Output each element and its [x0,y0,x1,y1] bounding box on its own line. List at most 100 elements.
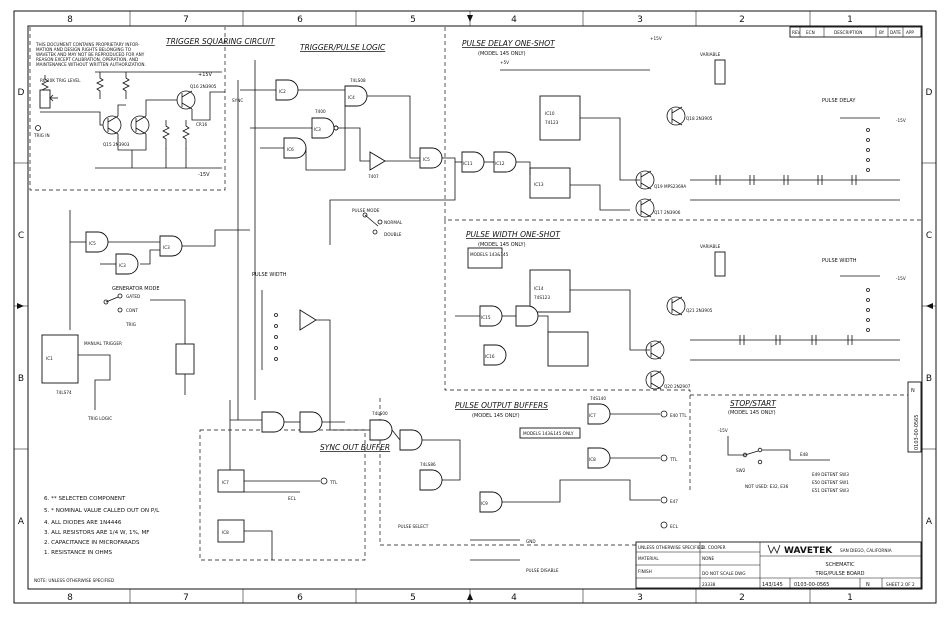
notice-line: MAINTENANCE WITHOUT WRITTEN AUTHORIZATIO… [36,62,146,67]
mode-trig: TRIG [125,322,136,327]
ecl-out-label-2: ECL [670,524,679,529]
q17-label: Q17 2N3906 [654,210,681,215]
q20-label: Q20 2N2907 [664,384,691,389]
gnd-label: GND [526,539,536,544]
tb-tolerances: UNLESS OTHERWISE SPECIFIED [638,545,704,550]
trigger-squaring-circuit: R6 10K TRIG LEVEL TRIG IN +15V -15V Q15 … [33,71,225,178]
part-74ls74: 74LS74 [56,390,72,395]
tb-finish: FINISH [638,569,652,574]
zone-col-bottom: 5 [410,593,416,603]
sw2-label: SW2 [736,468,746,473]
q15-label: Q15 2N3903 [103,142,130,147]
outer-border [13,10,937,604]
section-title-pulse-delay: PULSE DELAY ONE-SHOT [462,39,556,48]
pulse-width-range-label: PULSE WIDTH [822,258,857,264]
sync-out-buffer: IC7 IC8 TTL ECL [217,400,345,560]
part-7400: 7400 [315,109,326,114]
side-drawing-number: 0103-00-0565 N [907,381,922,453]
rev-header: DATE [890,30,901,35]
rev-header: REV [792,30,801,35]
models-label: MODELS 143&145 [470,252,509,257]
q16-label: Q16 2N3905 [190,84,217,89]
zone-col-top: 2 [739,15,745,25]
mode-gated: GATED [126,294,140,299]
trig-logic-label: TRIG LOGIC [87,416,112,421]
ic2-label: IC2 [279,89,286,94]
tb-sheet: SHEET 2 OF 2 [886,582,915,587]
zone-row-right: D [926,88,933,98]
proprietary-notice: THIS DOCUMENT CONTAINS PROPRIETARY INFOR… [35,42,146,67]
zone-row-right: A [926,517,933,527]
tb-rev: N [866,582,870,588]
zone-col-bottom: 1 [847,593,853,603]
part-7407: 7407 [368,174,379,179]
ic4-label: IC4 [348,95,355,100]
ic-label: IC8 [589,457,596,462]
ecl-out-label: E47 [670,499,678,504]
zone-row-right: C [926,231,932,241]
ic-label: IC7 [589,413,596,418]
sync-ecl-label: ECL [288,496,297,501]
part-74s123: 74S123 [534,295,550,300]
trig-in-label: TRIG IN [33,133,50,138]
zone-col-top: 1 [847,15,853,25]
tb-company-location: SAN DIEGO, CALIFORNIA [840,548,892,553]
detent-note: E50 DETENT SW1 [812,480,849,485]
notice-line: WAVETEK AND MAY NOT BE REPRODUCED FOR AN… [36,52,145,57]
note-item: 5. * NOMINAL VALUE CALLED OUT ON P/L [44,508,160,514]
pulse-width-oneshot: MODELS 143&145 IC14 74S123 IC15 IC16 Q20… [455,244,906,390]
zone-row-left: B [18,374,24,384]
variable-label-2: VARIABLE [700,244,721,249]
section-title-stop-start: STOP/START [730,399,777,408]
rail-plus15-label: +15V [198,72,213,78]
pulse-mode-label: PULSE MODE [352,208,380,213]
sync-label: SYNC [232,98,243,103]
ic12-label: IC12 [495,161,505,166]
section-subtitle-pulse-width: (MODEL 145 ONLY) [478,242,526,248]
ic15-label: IC15 [481,315,491,320]
manual-trigger-label: MANUAL TRIGGER [84,341,122,346]
sync-ttl-label: TTL [329,480,338,485]
stop-start-section: -15V SW2 E48 E49 DETENT SW3 E50 DETENT S… [718,428,849,493]
mode-cont: CONT [126,308,138,313]
ic-label: IC3 [163,245,170,250]
zone-row-left: D [18,88,25,98]
ic14-label: IC14 [534,286,544,291]
zone-col-bottom: 6 [297,593,303,603]
zone-col-top: 8 [67,15,73,25]
tb-company: WAVETEK [784,546,833,556]
tb-drawn: D. COOPER [702,545,726,550]
e40-label: E40 TTL [670,413,687,418]
not-used-note: NOT USED: E32, E36 [745,484,789,489]
section-title-trigger-pulse-logic: TRIGGER/PULSE LOGIC [300,43,386,52]
tb-do-not-scale: DO NOT SCALE DWG [702,571,746,576]
ic8-label: IC8 [222,530,229,535]
trigger-pulse-logic: IC2 IC4 74LS08 IC3 7400 IC6 7407 IC5 SYN… [232,60,456,420]
zone-col-top: 5 [410,15,416,25]
section-title-pulse-output: PULSE OUTPUT BUFFERS [455,401,548,410]
zone-row-left: C [18,231,24,241]
rev-header: ECN [806,30,815,35]
section-title-text: TRIGGER SQUARING CIRCUIT [166,37,276,46]
zone-col-bottom: 3 [637,593,643,603]
ic-label: IC9 [481,501,488,506]
zone-col-top: 4 [511,15,517,25]
ic13-label: IC13 [534,182,544,187]
ic7-label: IC7 [222,480,229,485]
tb-code-ident: 23338 [702,582,716,587]
ic16-label: IC16 [485,354,495,359]
notice-line: MATION AND DESIGN RIGHTS BELONGING TO [36,47,132,52]
q21-label: Q21 2N3905 [686,308,713,313]
section-title-sync-out: SYNC OUT BUFFER [320,443,390,452]
pulse-output-buffers: IC7 74S140 IC8 MODELS 143&145 ONLY E40 T… [329,396,687,573]
ic-label: IC3 [119,263,126,268]
pulse-disable-label: PULSE DISABLE [526,568,559,573]
wavetek-logo: WAVETEK SAN DIEGO, CALIFORNIA [767,544,892,556]
ic3-label: IC3 [314,127,321,132]
general-notes: 6. ** SELECTED COMPONENT 5. * NOMINAL VA… [34,496,160,583]
title-block: UNLESS OTHERWISE SPECIFIED MATERIAL FINI… [635,541,922,589]
notice-line: THIS DOCUMENT CONTAINS PROPRIETARY INFOR… [35,42,140,47]
rail-minus15-label: -15V [198,172,210,178]
ic11-label: IC11 [463,161,473,166]
